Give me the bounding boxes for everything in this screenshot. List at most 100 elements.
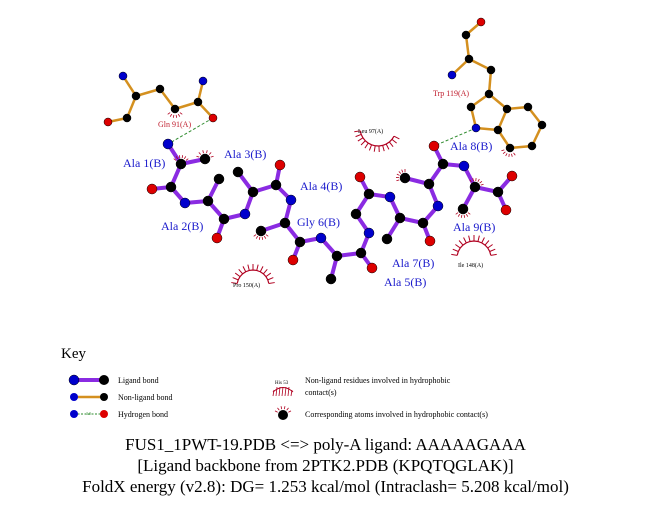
oxygen-atom xyxy=(146,183,158,195)
carbon-atom xyxy=(202,195,214,207)
carbon-atom xyxy=(350,208,362,220)
label-leu97: Leu 97(A) xyxy=(358,128,383,135)
key-hydrogen-bond: 3.0 Hydrogen bond xyxy=(70,410,168,419)
carbon-atom xyxy=(218,213,230,225)
label-ala3: Ala 3(B) xyxy=(224,147,266,161)
carbon-atom xyxy=(331,250,343,262)
carbon-atom xyxy=(469,181,481,193)
carbon-atom xyxy=(502,104,512,114)
caption-line1: FUS1_1PWT-19.PDB <=> poly-A ligand: AAAA… xyxy=(125,435,526,454)
hydrophobic-atom-spikes xyxy=(253,234,269,240)
carbon-atom xyxy=(461,30,471,40)
carbon-atom xyxy=(423,178,435,190)
label-ala2: Ala 2(B) xyxy=(161,219,203,233)
label-gln91: Gln 91(A) xyxy=(158,120,191,129)
hydrophobic-atom-spikes xyxy=(196,150,214,158)
carbon-atom xyxy=(279,217,291,229)
label-ala7: Ala 7(B) xyxy=(392,256,434,270)
caption-line2: [Ligand backbone from 2PTK2.PDB (KPQTQGL… xyxy=(137,456,514,475)
nitrogen-atom xyxy=(118,71,128,81)
svg-text:Corresponding atoms involved i: Corresponding atoms involved in hydropho… xyxy=(305,410,488,419)
key-hydrophobic-residue: His 53 Non-ligand residues involved in h… xyxy=(272,376,451,397)
hydrophobic-atom-spikes xyxy=(395,169,406,182)
carbon-atom xyxy=(527,141,537,151)
svg-text:Non-ligand residues involved i: Non-ligand residues involved in hydropho… xyxy=(305,376,451,385)
label-gly6: Gly 6(B) xyxy=(297,215,340,229)
carbon-atom xyxy=(399,172,411,184)
hydrophobic-arc-pro150 xyxy=(231,264,275,284)
carbon-atom xyxy=(466,102,476,112)
carbon-atom xyxy=(486,65,496,75)
key-title: Key xyxy=(61,346,86,362)
hydrophobic-arc-leu97 xyxy=(354,130,400,152)
nitrogen-atom xyxy=(363,227,375,239)
nitrogen-atom xyxy=(239,208,251,220)
carbon-atom xyxy=(417,217,429,229)
key-nonligand-bond: Non-ligand bond xyxy=(70,393,172,402)
oxygen-atom xyxy=(424,235,436,247)
carbon-atom xyxy=(155,84,165,94)
carbon-atom xyxy=(270,179,282,191)
nitrogen-atom xyxy=(471,123,481,133)
carbon-atom xyxy=(363,188,375,200)
carbon-atom xyxy=(122,113,132,123)
carbon-atom xyxy=(492,186,504,198)
oxygen-atom xyxy=(506,170,518,182)
oxygen-atom xyxy=(274,159,286,171)
hydrogen-bond xyxy=(433,127,477,147)
oxygen-atom xyxy=(354,171,366,183)
carbon-atom xyxy=(355,247,367,259)
key: Key Ligand bond Non-ligand bond 3.0 Hydr… xyxy=(61,346,488,420)
nitrogen-atom xyxy=(162,138,174,150)
carbon-atom xyxy=(199,153,211,165)
carbon-atom xyxy=(394,212,406,224)
label-trp119: Trp 119(A) xyxy=(433,89,469,98)
nitrogen-atom xyxy=(458,160,470,172)
svg-text:Hydrogen bond: Hydrogen bond xyxy=(118,410,168,419)
hydrogen-bond xyxy=(167,117,214,145)
carbon-atom xyxy=(193,97,203,107)
label-ala8: Ala 8(B) xyxy=(450,139,492,153)
oxygen-atom xyxy=(500,204,512,216)
hydrophobic-atom-spikes xyxy=(501,149,516,157)
svg-text:Ligand bond: Ligand bond xyxy=(118,376,159,385)
hydrophobic-atom-spikes xyxy=(173,155,189,161)
carbon-atom xyxy=(165,181,177,193)
nitrogen-atom xyxy=(384,191,396,203)
carbon-atom xyxy=(247,186,259,198)
label-ala5: Ala 5(B) xyxy=(384,275,426,289)
svg-text:Non-ligand bond: Non-ligand bond xyxy=(118,393,172,402)
carbon-atom xyxy=(437,158,449,170)
carbon-atom xyxy=(457,203,469,215)
carbon-atom xyxy=(464,54,474,64)
oxygen-atom xyxy=(103,117,113,127)
hydrophobic-atom-spikes xyxy=(455,212,471,218)
hydrophobic-atom-spikes xyxy=(167,112,183,118)
oxygen-atom xyxy=(211,232,223,244)
nitrogen-atom xyxy=(285,194,297,206)
svg-text:His 53: His 53 xyxy=(275,381,289,386)
carbon-atom xyxy=(232,166,244,178)
carbon-atom xyxy=(493,125,503,135)
svg-text:contact(s): contact(s) xyxy=(305,388,337,397)
nitrogen-atom xyxy=(315,232,327,244)
label-ala9: Ala 9(B) xyxy=(453,220,495,234)
key-ligand-bond: Ligand bond xyxy=(68,374,159,386)
nitrogen-atom xyxy=(179,197,191,209)
carbon-atom xyxy=(537,120,547,130)
label-ala1: Ala 1(B) xyxy=(123,156,165,170)
carbon-atom xyxy=(325,273,337,285)
oxygen-atom xyxy=(476,17,486,27)
oxygen-atom xyxy=(287,254,299,266)
carbon-atom xyxy=(175,158,187,170)
svg-text:3.0: 3.0 xyxy=(86,411,91,416)
label-pro150: Pro 150(A) xyxy=(233,282,260,289)
nitrogen-atom xyxy=(198,76,208,86)
carbon-atom xyxy=(255,225,267,237)
carbon-atom xyxy=(170,104,180,114)
oxygen-atom xyxy=(208,113,218,123)
oxygen-atom xyxy=(366,262,378,274)
nitrogen-atom xyxy=(447,70,457,80)
carbon-atom xyxy=(381,233,393,245)
label-ile148: Ile 148(A) xyxy=(458,262,483,269)
